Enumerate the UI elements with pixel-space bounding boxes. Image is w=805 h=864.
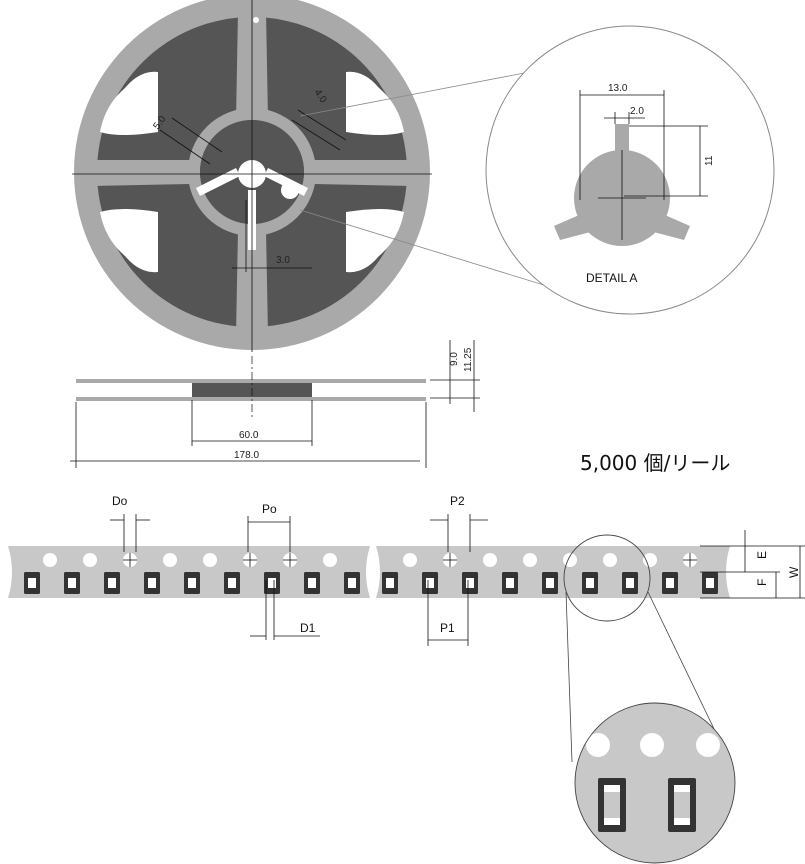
detail-a: 13.0 2.0 11 DETAIL A (485, 25, 775, 315)
reel-windows (100, 71, 404, 273)
sprocket-hole (483, 553, 497, 567)
zoom-circle (574, 702, 736, 864)
sprocket-hole (163, 553, 177, 567)
pocket-hole (386, 578, 394, 588)
reel-drive-hole (281, 181, 299, 199)
pocket-hole (108, 578, 116, 588)
tape-label-w: W (787, 566, 801, 578)
detail-dimension-lines (579, 90, 708, 240)
detail-dim-width: 13.0 (608, 83, 628, 94)
pocket-hole (586, 578, 594, 588)
pocket-hole (28, 578, 36, 588)
tape-magnified-view (575, 703, 735, 863)
detail-leader-bottom (299, 209, 561, 291)
pocket-hole (706, 578, 714, 588)
sprocket-hole (603, 553, 617, 567)
side-dimension-lines (70, 340, 480, 468)
sprocket-holes (43, 553, 697, 567)
side-dim-total-gap: 11.25 (463, 347, 474, 372)
side-flange-bottom (76, 397, 426, 401)
tape-label-p1: P1 (440, 621, 455, 635)
pocket-hole (666, 578, 674, 588)
sprocket-hole (523, 553, 537, 567)
detail-dim-height: 11 (704, 155, 715, 166)
detail-title: DETAIL A (586, 271, 637, 285)
reel-side-view: 60.0 178.0 9.0 11.25 (70, 340, 480, 468)
pocket-hole (348, 578, 356, 588)
pocket-hole (68, 578, 76, 588)
pocket-hole (308, 578, 316, 588)
tape-label-po: Po (262, 502, 277, 516)
dim-key: 3.0 (276, 255, 290, 266)
component-pockets (24, 572, 718, 594)
carrier-tape: Do Po P2 D1 P1 E F W (8, 494, 805, 646)
pocket-hole (188, 578, 196, 588)
tape-label-do: Do (112, 494, 128, 508)
pocket-hole (228, 578, 236, 588)
pocket-hole (268, 578, 276, 588)
side-dim-gap: 9.0 (449, 352, 460, 366)
detail-leader-top (299, 69, 541, 117)
detail-key-tab (615, 124, 629, 164)
pocket-hole (426, 578, 434, 588)
zoom-leader-left (565, 591, 573, 763)
reel-index-dot (253, 17, 259, 23)
side-dim-diameter: 178.0 (234, 450, 259, 461)
tape-dimension-lines (110, 514, 805, 646)
pocket-hole (506, 578, 514, 588)
sprocket-hole (643, 553, 657, 567)
pocket-hole (546, 578, 554, 588)
pocket-hole (626, 578, 634, 588)
quantity-per-reel: 5,000 個/リール (580, 451, 730, 475)
detail-arm-right (646, 212, 690, 240)
sprocket-hole (203, 553, 217, 567)
pocket-hole (148, 578, 156, 588)
detail-arm-left (554, 212, 598, 240)
tape-label-e: E (755, 551, 769, 559)
detail-dim-key: 2.0 (630, 106, 644, 117)
sprocket-hole (403, 553, 417, 567)
sprocket-hole (323, 553, 337, 567)
side-dim-hub: 60.0 (239, 430, 259, 441)
tape-label-f: F (755, 579, 769, 586)
tape-label-p2: P2 (450, 494, 465, 508)
pocket-hole (466, 578, 474, 588)
sprocket-hole (563, 553, 577, 567)
tape-label-d1: D1 (300, 621, 316, 635)
sprocket-hole (83, 553, 97, 567)
sprocket-hole (43, 553, 57, 567)
tape-zoom-marker (563, 534, 651, 622)
reel-front-view: 5.0 4.0 3.0 (72, 0, 432, 352)
side-flange-top (76, 379, 426, 383)
